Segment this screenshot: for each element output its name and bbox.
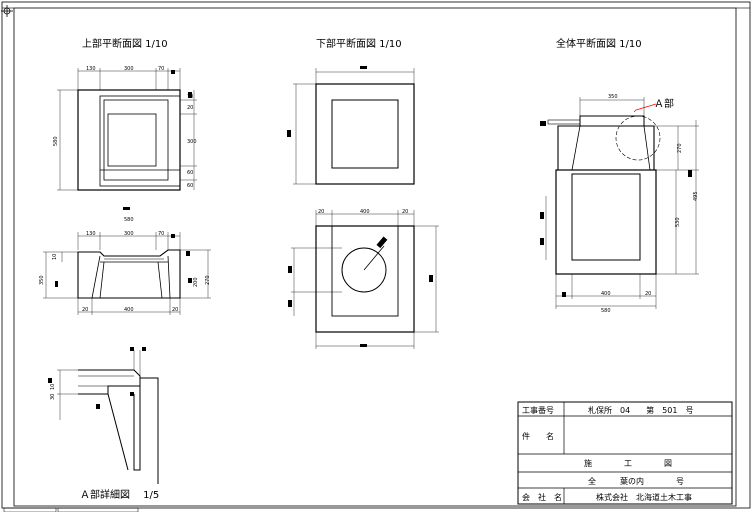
svg-text:20: 20	[82, 307, 88, 313]
svg-text:350: 350	[608, 94, 618, 100]
svg-text:495: 495	[693, 191, 699, 201]
project-name-label: 件 名	[522, 431, 554, 441]
svg-text:20: 20	[318, 209, 324, 215]
drawing-type: 施 工 図	[584, 458, 672, 468]
overall-plan-title: 全体平断面図 1/10	[556, 37, 642, 50]
callout-label: Ａ部	[654, 97, 674, 110]
svg-text:400: 400	[360, 209, 370, 215]
svg-text:10: 10	[50, 384, 56, 390]
svg-text:300: 300	[124, 66, 134, 72]
svg-text:10: 10	[52, 254, 58, 260]
title-block: 工事番号 札保所 04 第 501 号 件 名 施 工 図 全 葉の内 号 会 …	[517, 401, 733, 505]
detail-a-title: Ａ部詳細図 1/5	[80, 488, 159, 501]
svg-text:350: 350	[39, 275, 45, 285]
project-no-value: 札保所 04 第 501 号	[588, 405, 693, 415]
svg-text:20: 20	[172, 307, 178, 313]
svg-text:300: 300	[187, 139, 197, 145]
overall-plan-view: 全体平断面図 1/10 Ａ部 350 270 495 530	[540, 37, 699, 314]
svg-text:400: 400	[124, 307, 134, 313]
svg-text:580: 580	[53, 136, 59, 146]
svg-text:60: 60	[187, 183, 193, 189]
svg-text:70: 70	[158, 66, 164, 72]
svg-text:60: 60	[187, 170, 193, 176]
company-value: 株式会社 北海道土木工事	[596, 492, 692, 502]
lower-plan-title: 下部平断面図 1/10	[316, 37, 402, 50]
svg-text:130: 130	[86, 231, 96, 237]
svg-text:300: 300	[124, 231, 134, 237]
svg-text:530: 530	[675, 217, 681, 227]
project-no-label: 工事番号	[522, 405, 554, 415]
svg-text:270: 270	[677, 143, 683, 153]
svg-text:20: 20	[187, 105, 193, 111]
lower-plan-view: 下部平断面図 1/10 20 400 20	[287, 37, 439, 349]
svg-text:130: 130	[86, 66, 96, 72]
company-label: 会 社 名	[522, 492, 562, 502]
svg-text:580: 580	[124, 217, 134, 223]
svg-text:200: 200	[193, 277, 199, 287]
inner-border	[13, 7, 737, 507]
svg-text:30: 30	[50, 394, 56, 400]
upper-plan-title: 上部平断面図 1/10	[82, 37, 168, 50]
svg-text:20: 20	[402, 209, 408, 215]
layout-tabs[interactable]	[3, 507, 139, 512]
upper-section-view: 130 300 70 350 10 270 200 20 400 20	[39, 231, 211, 315]
svg-text:400: 400	[601, 291, 611, 297]
cursor-crosshair-icon	[1, 5, 13, 17]
svg-text:20: 20	[645, 291, 651, 297]
svg-text:580: 580	[601, 308, 611, 314]
sheet-count: 全 葉の内 号	[588, 476, 684, 486]
svg-text:270: 270	[205, 275, 211, 285]
detail-a-view: 30 10 Ａ部詳細図 1/5	[48, 347, 159, 501]
svg-text:70: 70	[158, 231, 164, 237]
upper-plan-view: 上部平断面図 1/10 130 300 70 580 70 20 300 60 …	[53, 37, 197, 223]
